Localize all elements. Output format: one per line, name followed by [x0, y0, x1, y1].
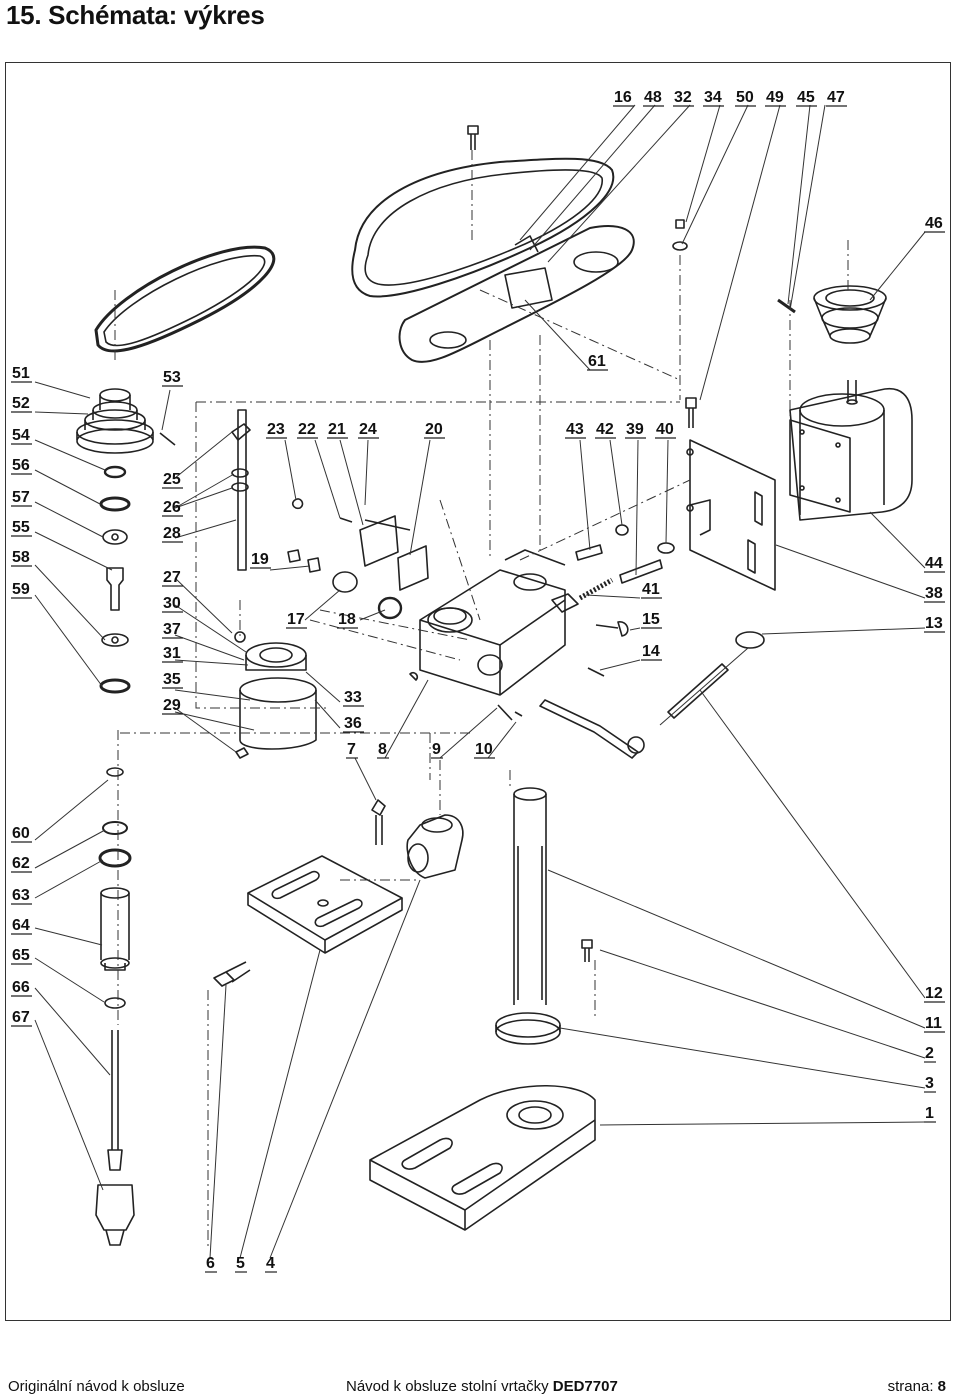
callout-18: 18 — [338, 611, 356, 628]
page-title: 15. Schémata: výkres — [6, 0, 265, 30]
callout-62: 62 — [12, 855, 30, 872]
callout-48: 48 — [644, 89, 662, 106]
callout-11: 11 — [925, 1015, 942, 1032]
callout-53: 53 — [163, 369, 181, 386]
callout-29: 29 — [163, 697, 181, 714]
callout-27: 27 — [163, 569, 181, 586]
callout-20: 20 — [425, 421, 443, 438]
callout-5: 5 — [236, 1255, 245, 1272]
callout-55: 55 — [12, 519, 30, 536]
callout-50: 50 — [736, 89, 754, 106]
belt-cover-drawing — [351, 157, 635, 363]
callout-14: 14 — [642, 643, 660, 660]
callout-67: 67 — [12, 1009, 30, 1026]
callout-42: 42 — [596, 421, 614, 438]
callout-65: 65 — [12, 947, 30, 964]
callout-25: 25 — [163, 471, 181, 488]
callout-66: 66 — [12, 979, 30, 996]
footer-manual-title: Návod k obsluze stolní vrtačky DED7707 — [346, 1378, 618, 1395]
table-bracket-drawing — [371, 799, 464, 879]
callout-8: 8 — [378, 741, 387, 758]
callout-51: 51 — [12, 365, 30, 382]
motor-drawing — [789, 380, 913, 521]
motor-pulley-drawing — [813, 285, 887, 344]
callout-54: 54 — [12, 427, 30, 444]
callout-36: 36 — [344, 715, 362, 732]
callout-61: 61 — [588, 353, 606, 370]
callout-63: 63 — [12, 887, 30, 904]
callout-28: 28 — [163, 525, 181, 542]
footer-page-prefix: strana: — [887, 1378, 938, 1395]
callout-21: 21 — [328, 421, 346, 438]
column-drawing — [495, 787, 561, 1045]
callout-40: 40 — [656, 421, 674, 438]
callout-34: 34 — [704, 89, 722, 106]
callout-49: 49 — [766, 89, 784, 106]
callout-32: 32 — [674, 89, 692, 106]
callout-41: 41 — [642, 581, 660, 598]
callout-17: 17 — [287, 611, 305, 628]
page-footer: Originální návod k obsluze Návod k obslu… — [0, 1376, 960, 1400]
footer-page-number: strana: 8 — [888, 1378, 946, 1395]
callout-19: 19 — [251, 551, 269, 568]
callout-16: 16 — [614, 89, 632, 106]
callout-33: 33 — [344, 689, 362, 706]
callout-47: 47 — [827, 89, 845, 106]
callout-59: 59 — [12, 581, 30, 598]
callout-9: 9 — [432, 741, 441, 758]
callout-3: 3 — [925, 1075, 934, 1092]
callout-10: 10 — [475, 741, 493, 758]
drill-head-drawing — [419, 549, 579, 696]
table-drawing — [247, 855, 403, 954]
callout-64: 64 — [12, 917, 30, 934]
callout-23: 23 — [267, 421, 285, 438]
callout-6: 6 — [206, 1255, 215, 1272]
callout-12: 12 — [925, 985, 943, 1002]
footer-doc-label: Originální návod k obsluze — [8, 1378, 185, 1395]
callout-52: 52 — [12, 395, 30, 412]
quill-drawing — [100, 887, 130, 971]
footer-model: DED7707 — [552, 1378, 618, 1395]
callout-57: 57 — [12, 489, 30, 506]
callout-30: 30 — [163, 595, 181, 612]
callout-56: 56 — [12, 457, 30, 474]
callout-31: 31 — [163, 645, 181, 662]
callout-4: 4 — [266, 1255, 275, 1272]
drawing-frame — [5, 62, 951, 1321]
callout-58: 58 — [12, 549, 30, 566]
callout-1: 1 — [925, 1105, 934, 1122]
callout-2: 2 — [925, 1045, 934, 1062]
base-drawing — [369, 1084, 596, 1231]
callout-43: 43 — [566, 421, 584, 438]
spindle-pulley-drawing — [76, 388, 154, 454]
callout-24: 24 — [359, 421, 377, 438]
spindle-chuck-drawing — [95, 1030, 135, 1246]
callout-46: 46 — [925, 215, 943, 232]
callout-45: 45 — [797, 89, 815, 106]
belt-drawing — [94, 245, 276, 353]
callout-38: 38 — [925, 585, 943, 602]
callout-35: 35 — [163, 671, 181, 688]
callout-39: 39 — [626, 421, 644, 438]
footer-page-value: 8 — [937, 1378, 946, 1395]
callout-7: 7 — [347, 741, 356, 758]
callout-60: 60 — [12, 825, 30, 842]
footer-manual-prefix: Návod k obsluze stolní vrtačky — [346, 1378, 553, 1395]
motor-bracket-drawing — [686, 439, 776, 591]
callout-37: 37 — [163, 621, 181, 638]
callout-15: 15 — [642, 611, 660, 628]
callout-22: 22 — [298, 421, 316, 438]
callout-13: 13 — [925, 615, 943, 632]
callout-44: 44 — [925, 555, 943, 572]
callout-26: 26 — [163, 499, 181, 516]
